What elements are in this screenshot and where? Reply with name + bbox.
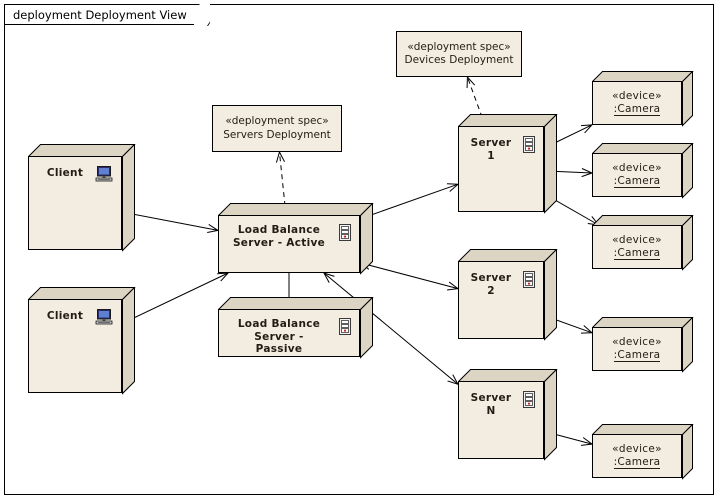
instance-name-text: :Camera: [613, 174, 661, 188]
spec-stereotype-text: «deployment spec»: [407, 40, 511, 53]
spec-stereotype-text: «deployment spec»: [225, 115, 329, 127]
spec-spec-servers[interactable]: «deployment spec»Servers Deployment: [212, 105, 342, 152]
node-lb-active[interactable]: Load Balance Server - Active: [217, 202, 374, 275]
node-server-1[interactable]: Server 1: [457, 113, 558, 214]
stereotype-text: «device»: [612, 162, 662, 174]
arrowhead-open-icon: [275, 151, 285, 163]
node-3d-shading: [27, 143, 136, 256]
monitor-icon: [95, 166, 113, 186]
node-front-face: Server 2: [458, 261, 544, 339]
node-front-face: Load Balance Server - Active: [218, 215, 360, 273]
node-server-n[interactable]: Server N: [457, 368, 558, 461]
node-3d-shading: [457, 368, 558, 465]
spec-label: «deployment spec»Servers Deployment: [223, 115, 330, 142]
frame-label-text: deployment Deployment View: [13, 7, 187, 22]
node-stereotype-label: «device»:Camera: [608, 234, 666, 260]
node-3d-shading: [27, 286, 136, 399]
node-name-label: Load Balance Server - Passive: [237, 318, 321, 355]
node-client-2[interactable]: Client: [27, 286, 136, 395]
arrowhead-icon: [207, 224, 219, 233]
arrowhead-icon: [323, 272, 335, 283]
monitor-icon: [95, 309, 113, 329]
node-stereotype-label: «device»:Camera: [608, 336, 666, 362]
node-name-label: Server N: [470, 392, 512, 417]
arrowhead-icon: [446, 183, 459, 192]
stereotype-text: «device»: [612, 234, 662, 246]
node-camera-1[interactable]: «device»:Camera: [591, 70, 694, 127]
node-front-face: Server 1: [458, 126, 544, 212]
diagram-frame-label: deployment Deployment View: [4, 4, 209, 25]
connector-c-server1-spec[interactable]: [466, 76, 486, 127]
server-rack-icon: [523, 136, 535, 157]
node-front-face: Client: [28, 299, 122, 393]
node-3d-shading: [457, 248, 558, 345]
instance-name-text: :Camera: [613, 348, 661, 362]
node-3d-shading: [217, 202, 374, 279]
connector-c-lb-servern[interactable]: [323, 272, 459, 385]
instance-name-text: :Camera: [613, 246, 661, 260]
node-front-face: «device»:Camera: [592, 225, 682, 269]
node-front-face: «device»:Camera: [592, 81, 682, 125]
node-3d-shading: [457, 113, 558, 218]
node-front-face: Server N: [458, 381, 544, 459]
node-stereotype-label: «device»:Camera: [608, 443, 666, 469]
server-rack-icon: [523, 271, 535, 292]
node-camera-4[interactable]: «device»:Camera: [591, 316, 694, 373]
node-camera-2[interactable]: «device»:Camera: [591, 142, 694, 199]
node-3d-shading: [591, 142, 694, 203]
connector-c-lb-server2[interactable]: [359, 260, 459, 291]
instance-name-text: :Camera: [613, 455, 661, 469]
node-front-face: «device»:Camera: [592, 434, 682, 478]
arrowhead-icon: [580, 325, 593, 334]
node-name-label: Server 1: [470, 137, 512, 162]
node-camera-3[interactable]: «device»:Camera: [591, 214, 694, 271]
node-front-face: Client: [28, 156, 122, 250]
arrowhead-icon: [581, 168, 593, 178]
connector-c-client1-lb[interactable]: [121, 211, 219, 233]
stereotype-text: «device»: [612, 90, 662, 102]
stereotype-text: «device»: [612, 443, 662, 455]
node-name-label: Load Balance Server - Active: [232, 224, 326, 249]
node-front-face: Load Balance Server - Passive: [218, 309, 360, 357]
arrowhead-icon: [581, 437, 593, 446]
node-stereotype-label: «device»:Camera: [608, 90, 666, 116]
node-camera-5[interactable]: «device»:Camera: [591, 423, 694, 480]
node-name-label: Client: [46, 310, 84, 322]
node-3d-shading: [217, 296, 374, 363]
instance-name-text: :Camera: [613, 102, 661, 116]
node-server-2[interactable]: Server 2: [457, 248, 558, 341]
arrowhead-icon: [217, 272, 229, 282]
node-client-1[interactable]: Client: [27, 143, 136, 252]
arrowhead-icon: [447, 281, 459, 291]
node-stereotype-label: «device»:Camera: [608, 162, 666, 188]
node-lb-passive[interactable]: Load Balance Server - Passive: [217, 296, 374, 359]
node-3d-shading: [591, 214, 694, 275]
server-rack-icon: [339, 318, 351, 339]
connector-c-client2-lb[interactable]: [121, 272, 229, 325]
node-front-face: «device»:Camera: [592, 327, 682, 371]
server-rack-icon: [523, 391, 535, 412]
spec-title-text: Devices Deployment: [404, 54, 514, 66]
node-3d-shading: [591, 423, 694, 484]
node-name-label: Server 2: [470, 272, 512, 297]
node-front-face: «device»:Camera: [592, 153, 682, 197]
node-3d-shading: [591, 316, 694, 377]
arrowhead-icon: [580, 124, 593, 134]
spec-spec-devices[interactable]: «deployment spec»Devices Deployment: [396, 31, 522, 77]
stereotype-text: «device»: [612, 336, 662, 348]
arrowhead-open-icon: [466, 76, 476, 89]
server-rack-icon: [339, 224, 351, 245]
arrowhead-icon: [447, 374, 459, 385]
spec-label: «deployment spec»Devices Deployment: [405, 41, 514, 68]
connector-c-lb-server1[interactable]: [359, 183, 459, 220]
node-name-label: Client: [46, 167, 84, 179]
spec-title-text: Servers Deployment: [223, 128, 331, 141]
